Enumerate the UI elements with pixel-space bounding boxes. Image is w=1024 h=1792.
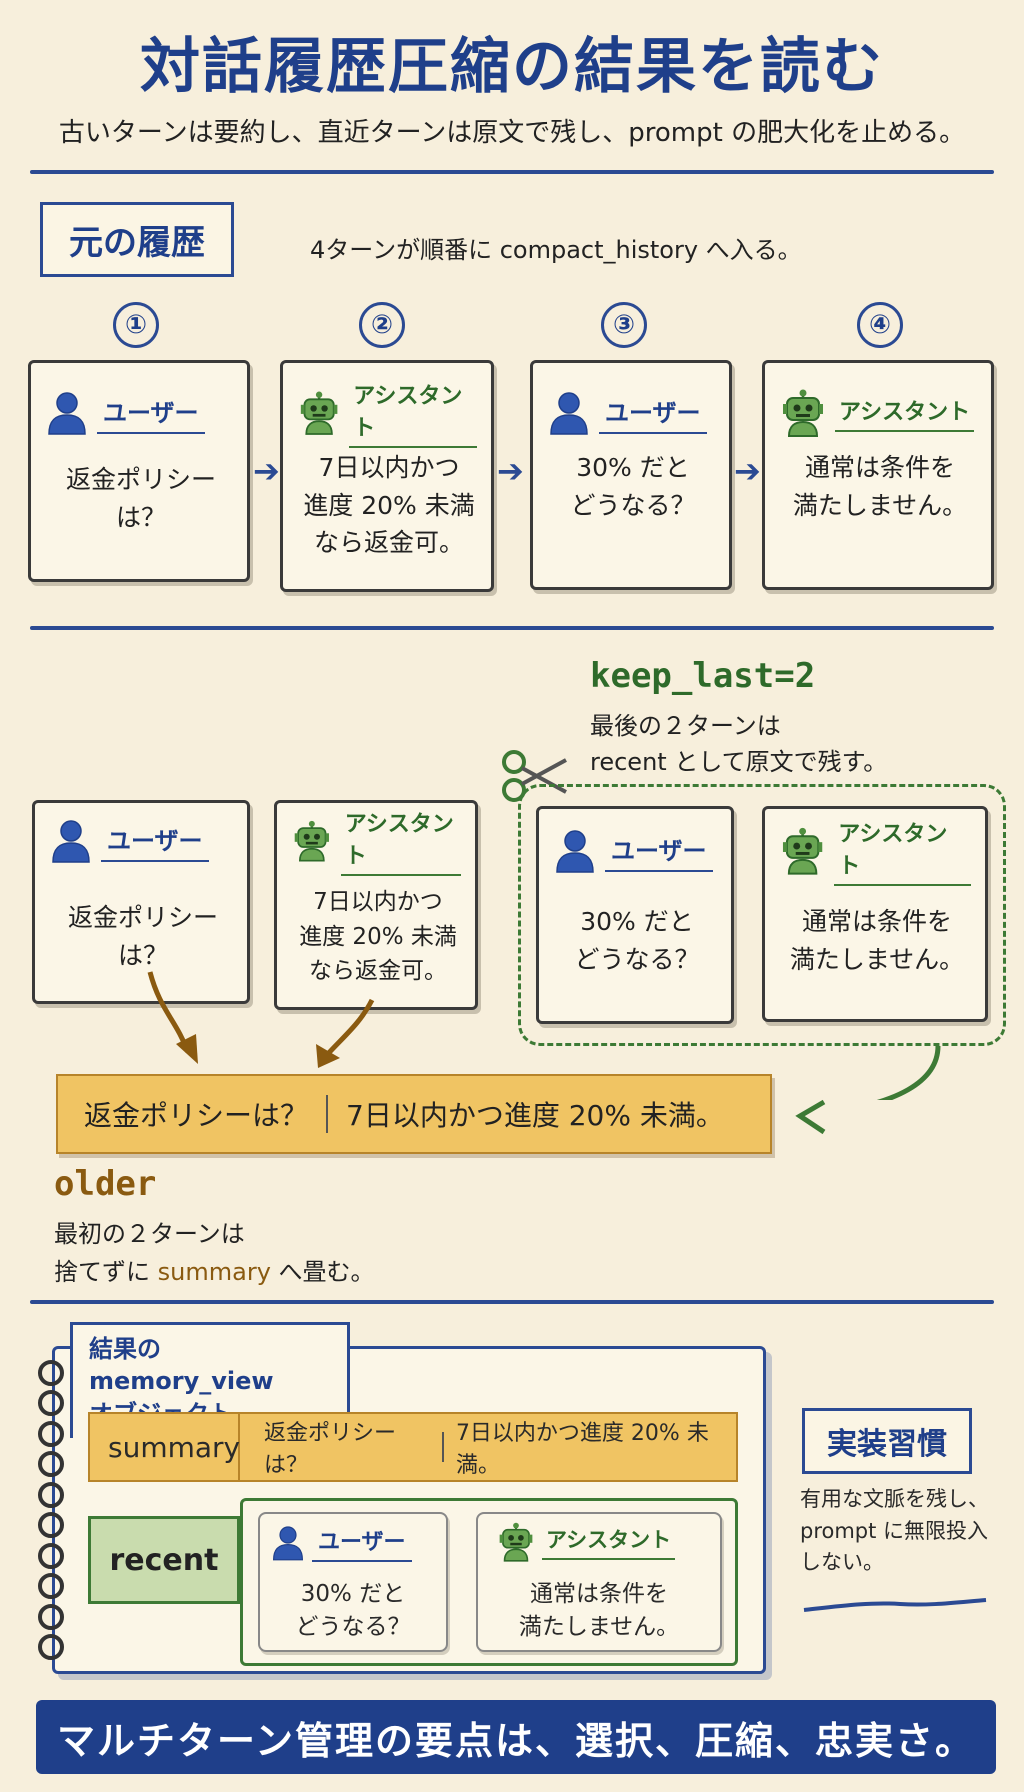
keep-last-heading: keep_last=2: [590, 656, 816, 696]
page-title: 対話履歴圧縮の結果を読む: [140, 32, 884, 102]
page-subtitle: 古いターンは要約し、直近ターンは原文で残し、prompt の肥大化を止める。: [58, 118, 966, 148]
user-icon: [272, 1525, 304, 1561]
role-label: アシスタント: [349, 378, 477, 448]
divider: [30, 170, 994, 174]
flow-arrows: [147, 971, 941, 1100]
banner-divider: [326, 1095, 329, 1133]
summary-divider: [442, 1432, 444, 1462]
robot-icon: [299, 389, 339, 437]
user-icon: [51, 819, 91, 863]
banner-left-text: 返金ポリシーは？: [84, 1099, 309, 1132]
user-icon: [555, 829, 595, 873]
summary-content: 返金ポリシーは？ 7日以内かつ進度 20% 未満。: [240, 1415, 736, 1479]
turn-card: アシスタント 7日以内かつ 進度 20% 未満 なら返金可。: [280, 360, 494, 592]
spiral-ring: [38, 1633, 64, 1660]
turn-text: 通常は条件を 満たしません。: [518, 1581, 680, 1641]
spiral-ring: [38, 1451, 64, 1478]
arrow-left-icon: [795, 1099, 826, 1135]
spiral-ring: [38, 1603, 64, 1630]
turn-text: 返金ポリシーは？: [65, 465, 216, 532]
turn-text: 通常は条件を 満たしません。: [792, 453, 968, 520]
recent-label: recent: [88, 1516, 240, 1604]
turn-card: ユーザー 返金ポリシーは？: [28, 360, 250, 582]
recent-box: [240, 1498, 738, 1666]
robot-icon: [781, 389, 825, 437]
arrow-right-icon: ➔: [497, 452, 524, 490]
recent-turn-card: アシスタント 通常は条件を 満たしません。: [476, 1512, 722, 1652]
role-label: アシスタント: [834, 816, 971, 886]
older-heading: older: [54, 1164, 157, 1204]
turn-text: 7日以内かつ 進度 20% 未満 なら返金可。: [299, 889, 457, 984]
step-number: ②: [359, 302, 405, 348]
step-number: ③: [601, 302, 647, 348]
user-icon: [549, 391, 589, 435]
older-text-part: 捨てずに: [54, 1258, 158, 1286]
spiral-ring: [38, 1542, 64, 1569]
summary-left-text: 返金ポリシーは？: [264, 1421, 397, 1478]
divider: [30, 1300, 994, 1304]
recent-turn-card: ユーザー 30% だと どうなる？: [258, 1512, 448, 1652]
recent-selection-box: [518, 784, 1006, 1046]
turn-card: アシスタント 7日以内かつ 進度 20% 未満 なら返金可。: [274, 800, 478, 1010]
spiral-ring: [38, 1420, 64, 1447]
role-label: ユーザー: [97, 393, 205, 434]
turn-text: 通常は条件を 満たしません。: [789, 907, 965, 974]
spiral-ring: [38, 1390, 64, 1417]
step-number: ④: [857, 302, 903, 348]
role-label: ユーザー: [599, 393, 707, 434]
arrow-right-icon: ➔: [253, 452, 280, 490]
turn-card: ユーザー 返金ポリシーは？: [32, 800, 250, 1004]
underline-squiggle: [803, 1598, 987, 1612]
role-label: アシスタント: [835, 394, 975, 432]
role-label: ユーザー: [101, 821, 209, 862]
keep-last-text: 最後の２ターンは: [590, 712, 781, 740]
summary-right-text: 7日以内かつ進度 20% 未満。: [455, 1421, 709, 1478]
spiral-ring: [38, 1512, 64, 1539]
arrow-right-icon: ➔: [734, 452, 761, 490]
turn-card: ユーザー 30% だと どうなる？: [530, 360, 732, 590]
spiral-ring: [38, 1481, 64, 1508]
divider: [30, 626, 994, 630]
role-label: ユーザー: [605, 831, 713, 872]
section-original-label: 元の履歴: [40, 202, 234, 277]
older-text-line: 捨てずに summary へ畳む。: [54, 1252, 375, 1287]
banner-right-text: 7日以内かつ進度 20% 未満。: [346, 1099, 724, 1132]
step-number: ①: [113, 302, 159, 348]
robot-icon: [498, 1522, 534, 1562]
turn-text: 30% だと どうなる？: [570, 453, 696, 520]
role-label: アシスタント: [542, 1524, 676, 1560]
summary-label: summary: [90, 1414, 240, 1480]
turn-text: 30% だと どうなる？: [574, 907, 700, 974]
spiral-ring: [38, 1573, 64, 1600]
habit-label: 実装習慣: [802, 1408, 972, 1474]
turn-card: ユーザー 30% だと どうなる？: [536, 806, 734, 1024]
turn-text: 返金ポリシーは？: [67, 903, 218, 970]
role-label: アシスタント: [340, 806, 461, 876]
turn-card: アシスタント 通常は条件を 満たしません。: [762, 806, 988, 1022]
role-label: ユーザー: [312, 1524, 412, 1562]
robot-icon: [293, 817, 331, 865]
older-text-summary-keyword: summary: [157, 1258, 271, 1286]
scissors-icon: [502, 750, 567, 802]
older-text-part: へ畳む。: [270, 1258, 375, 1286]
turn-text: 30% だと どうなる？: [295, 1581, 411, 1641]
summary-row: summary 返金ポリシーは？ 7日以内かつ進度 20% 未満。: [88, 1412, 738, 1482]
keep-last-text: recent として原文で残す。: [590, 748, 888, 776]
footer-banner: マルチターン管理の要点は、選択、圧縮、忠実さ。: [36, 1700, 996, 1774]
summary-banner: 返金ポリシーは？ 7日以内かつ進度 20% 未満。: [56, 1074, 772, 1154]
spiral-ring: [38, 1360, 64, 1386]
user-icon: [47, 391, 87, 435]
turn-text: 7日以内かつ 進度 20% 未満 なら返金可。: [303, 453, 475, 557]
older-text: 最初の２ターンは: [54, 1220, 245, 1248]
notebook-spiral: [38, 1360, 78, 1660]
robot-icon: [781, 827, 824, 875]
habit-text: 有用な文脈を残し、 prompt に無限投入 しない。: [800, 1487, 989, 1574]
turn-card: アシスタント 通常は条件を 満たしません。: [762, 360, 994, 590]
section-original-caption: 4ターンが順番に compact_history へ入る。: [310, 236, 802, 264]
